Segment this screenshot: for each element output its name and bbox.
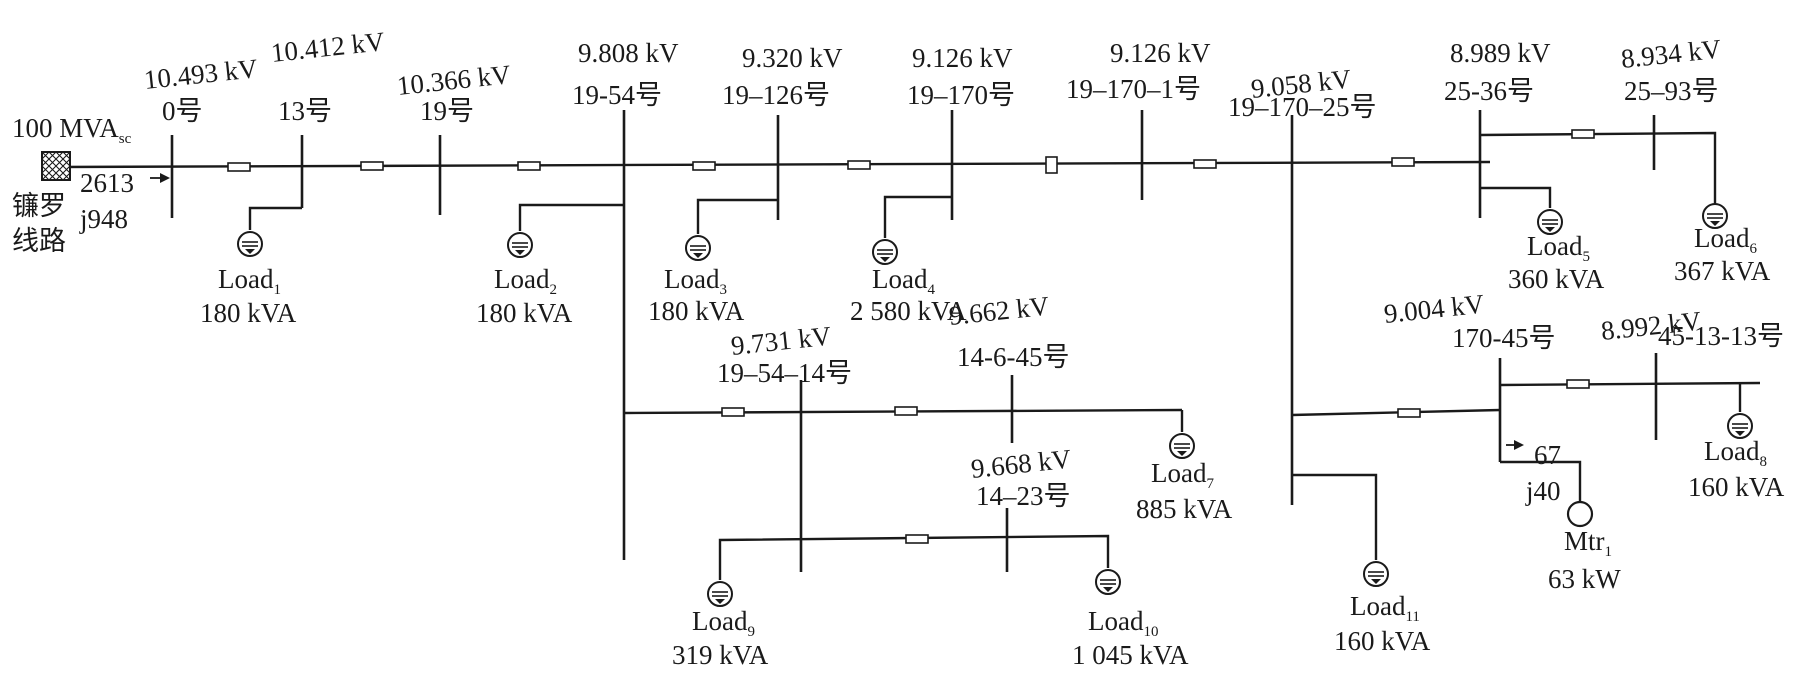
load-11-name: Load11 — [1350, 591, 1420, 625]
bus-13-name: 13号 — [278, 96, 332, 126]
bus-25-36-voltage: 8.989 kV — [1450, 38, 1551, 68]
branch-load-2-line — [518, 203, 624, 231]
bus-25-36-name: 25-36号 — [1444, 76, 1534, 106]
load-2-name: Load2 — [494, 264, 557, 298]
bus-0-voltage: 10.493 kV — [142, 53, 259, 95]
branch-25-93 — [1479, 129, 1717, 207]
source-line-name-1: 镰罗 — [12, 191, 66, 221]
load-2-symbol — [507, 232, 533, 258]
bus-19-54-14-name: 19–54–14号 — [717, 358, 852, 388]
motor-rating: 63 kW — [1548, 564, 1621, 594]
load-8-name: Load8 — [1704, 436, 1767, 470]
load-1-symbol — [237, 231, 263, 257]
bus-25-93-voltage: 8.934 kV — [1619, 34, 1723, 74]
branch-load-11-line — [1292, 473, 1378, 560]
load-1-name: Load1 — [218, 264, 281, 298]
motor-impedance-im: j40 — [1525, 476, 1561, 506]
bus-19-170-1-name: 19–170–1号 — [1066, 74, 1201, 104]
load-4-rating: 2 580 kVA — [850, 296, 967, 326]
motor-name: Mtr1 — [1564, 526, 1612, 560]
load-7-symbol — [1169, 433, 1195, 459]
bus-19-54-name: 19-54号 — [572, 80, 662, 110]
load-9-symbol — [707, 581, 733, 607]
bus-19-126-voltage: 9.320 kV — [742, 43, 843, 73]
load-10-rating: 1 045 kVA — [1072, 640, 1189, 670]
motor-flow-arrow — [1506, 440, 1524, 450]
bus-19-170-1-voltage: 9.126 kV — [1110, 38, 1211, 68]
bus-13-voltage: 10.412 kV — [269, 26, 386, 68]
branch-170-45 — [1291, 379, 1761, 418]
load-4-name: Load4 — [872, 264, 935, 298]
bus-19-170-name: 19–170号 — [907, 80, 1015, 110]
load-5-rating: 360 kVA — [1508, 264, 1605, 294]
source-impedance-re: 2613 — [80, 168, 134, 198]
branch-19-54-14 — [623, 406, 1184, 432]
branch-14-23 — [718, 534, 1110, 580]
source-flow-arrow — [150, 173, 170, 183]
load-7-rating: 885 kVA — [1136, 494, 1233, 524]
load-5-name: Load5 — [1527, 231, 1590, 265]
bus-19-voltage: 10.366 kV — [395, 59, 512, 101]
source-line-name-2: 线路 — [12, 226, 66, 256]
load-2-rating: 180 kVA — [476, 298, 573, 328]
bus-14-23-name: 14–23号 — [976, 481, 1071, 511]
motor-impedance-re: 67 — [1534, 440, 1561, 470]
main-feeder-switches — [227, 156, 1415, 174]
load-3-symbol — [685, 235, 711, 261]
load-11-rating: 160 kVA — [1334, 626, 1431, 656]
load-9-rating: 319 kVA — [672, 640, 769, 670]
branch-load-1-line — [248, 206, 302, 230]
load-8-rating: 160 kVA — [1688, 472, 1785, 502]
bus-19-54-voltage: 9.808 kV — [578, 38, 679, 68]
load-4-symbol — [872, 239, 898, 265]
load-6-rating: 367 kVA — [1674, 256, 1771, 286]
load-8-symbol — [1727, 413, 1753, 439]
bus-19-54-14-voltage: 9.731 kV — [729, 321, 833, 361]
load-3-rating: 180 kVA — [648, 296, 745, 326]
motor-symbol — [1566, 500, 1594, 528]
source-rating: 100 MVAsc — [12, 113, 132, 147]
load-11-symbol — [1363, 561, 1389, 587]
source-node — [41, 151, 71, 181]
load-1-rating: 180 kVA — [200, 298, 297, 328]
bus-19-170-voltage: 9.126 kV — [912, 43, 1013, 73]
bus-19-170-25-name: 19–170–25号 — [1228, 92, 1377, 122]
motor-branch — [1500, 460, 1582, 502]
branch-load-5-line — [1480, 186, 1552, 208]
load-3-name: Load3 — [664, 264, 727, 298]
bus-14-6-45-name: 14-6-45号 — [957, 342, 1069, 372]
load-9-name: Load9 — [692, 606, 755, 640]
bus-19-126-name: 19–126号 — [722, 80, 830, 110]
bus-19-name: 19号 — [420, 96, 474, 126]
bus-170-45-name: 170-45号 — [1452, 323, 1556, 353]
branch-load-3-line — [696, 198, 778, 234]
bus-0-name: 0号 — [162, 96, 203, 126]
main-feeder-line — [57, 160, 1491, 169]
load-7-name: Load7 — [1151, 458, 1214, 492]
bus-25-93-name: 25–93号 — [1624, 76, 1719, 106]
bus-45-13-13-name: 45-13-13号 — [1658, 321, 1784, 351]
load-labels: Load1 180 kVA Load2 180 kVA Load3 180 kV… — [200, 223, 1785, 670]
load-6-name: Load6 — [1694, 223, 1757, 257]
source-impedance-im: j948 — [79, 204, 128, 234]
branch-load-4-line — [883, 195, 952, 238]
load-10-name: Load10 — [1088, 606, 1158, 640]
load-10-symbol — [1095, 569, 1121, 595]
bus-14-23-voltage: 9.668 kV — [969, 444, 1073, 484]
